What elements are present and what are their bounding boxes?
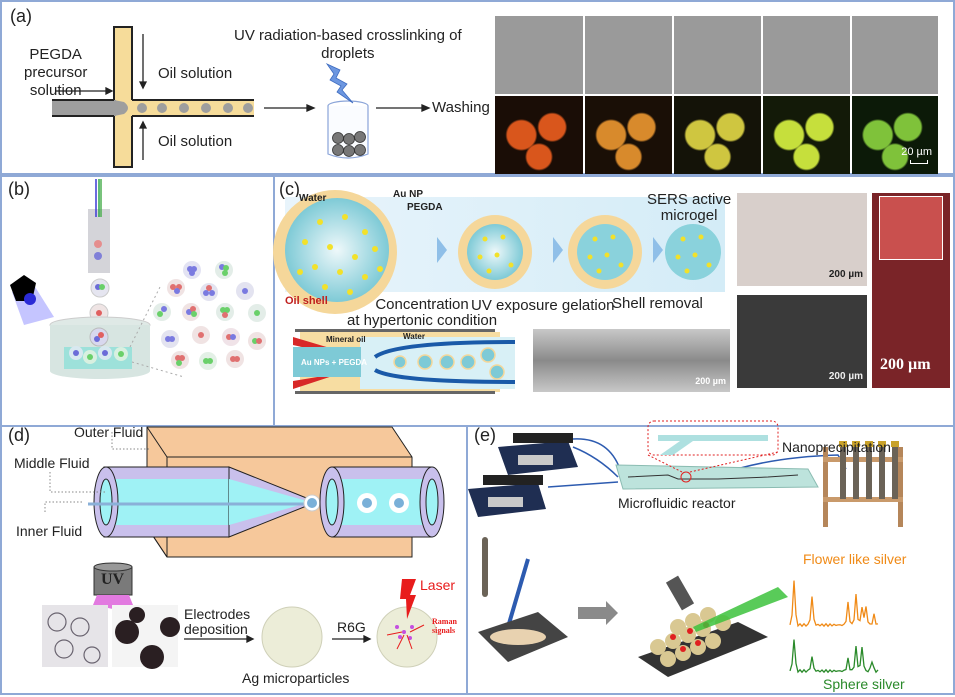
raman-signals-label: Raman signals — [432, 617, 457, 635]
process-arrow — [578, 601, 618, 625]
outer-fluid-label: Outer Fluid — [74, 424, 144, 440]
capsule-cluster — [153, 261, 266, 370]
precursor-inlet — [52, 100, 116, 116]
sphere-silver-spectrum — [789, 639, 879, 674]
electrodes-deposition-label: Electrodes deposition — [184, 606, 251, 637]
panel-e: (e) — [466, 420, 955, 695]
microfluidic-reactor-diagram — [468, 420, 903, 677]
syringe-pump-icon — [498, 433, 578, 475]
core-micrograph: 200 µm — [737, 295, 867, 388]
microfluidic-chip — [615, 464, 819, 490]
coflow-channel — [293, 329, 516, 394]
fluorescence-image-5: 20 µm — [852, 96, 938, 174]
scale-bar-line — [910, 160, 928, 164]
microgel-micrograph: 200 µm — [872, 193, 950, 388]
test-tube-icon — [482, 537, 488, 597]
raman-probe-icon — [665, 575, 695, 611]
middle-fluid-label: Middle Fluid — [14, 455, 90, 471]
concentration-label: Concentration at hypertonic condition — [347, 296, 498, 329]
uv-crosslinking-title: UV radiation-based crosslinking of dropl… — [234, 27, 462, 62]
inner-fluid-label: Inner Fluid — [16, 523, 83, 539]
r6g-label: R6G — [337, 619, 366, 635]
flower-silver-spectrum — [789, 580, 879, 628]
laser-icon — [400, 579, 416, 619]
fluorescence-image-4 — [763, 96, 850, 174]
water-label: Water — [299, 193, 327, 204]
panel-c: (c) — [273, 175, 955, 427]
core-shell-micrograph: 200 µm — [737, 193, 867, 286]
oil-channel-vertical — [113, 26, 133, 168]
uv-lamp-icon — [10, 275, 54, 325]
syringe-pump-icon — [468, 475, 546, 517]
brightfield-image-3 — [674, 16, 761, 94]
fluorescence-image-1 — [495, 96, 583, 174]
laser-label: Laser — [420, 577, 456, 593]
capillary-micrograph: 200 µm — [533, 329, 730, 392]
pipette-icon — [506, 558, 530, 628]
water-channel-label: Water — [403, 332, 425, 341]
scale-bar-shell: 200 µm — [828, 269, 863, 280]
flower-silver-label: Flower like silver — [803, 551, 907, 567]
au-nps-pegda-label: Au NPs + PEGDA — [301, 358, 368, 367]
sers-microgel-diagram — [273, 190, 725, 394]
uv-lightning-icon — [325, 63, 354, 104]
panel-a: (a) PEGDA precursor solution — [0, 0, 955, 175]
fluorescence-image-2 — [585, 96, 672, 174]
pegda-label: PEGDA — [407, 202, 443, 213]
t-junction-diagram — [52, 26, 431, 168]
brightfield-image-4 — [763, 16, 850, 94]
scale-bar-20um: 20 µm — [901, 146, 932, 158]
panel-b: (b) — [0, 175, 275, 427]
panel-label-a: (a) — [10, 6, 32, 26]
oil-shell-label: Oil shell — [285, 295, 328, 307]
panel-label-b: (b) — [8, 179, 30, 199]
uv-label: UV — [101, 571, 125, 588]
uv-gelation-label: UV exposure gelation — [471, 297, 615, 314]
capillary-device-diagram — [42, 426, 445, 669]
brightfield-image-5 — [852, 16, 938, 94]
panel-d: (d) — [0, 424, 468, 695]
panel-label-c: (c) — [279, 179, 300, 199]
washing-label: Washing — [432, 99, 490, 116]
ag-microparticles-label: Ag microparticles — [242, 670, 350, 686]
laser-beam — [693, 587, 788, 632]
beaker-icon — [327, 100, 369, 159]
brightfield-image-2 — [585, 16, 672, 94]
brightfield-image-1 — [495, 16, 583, 94]
sphere-silver-label: Sphere silver — [823, 676, 905, 692]
panel-label-d: (d) — [8, 425, 30, 445]
nanoprecipitation-label: Nanoprecipitation — [782, 439, 891, 455]
ag-microparticle-icon — [261, 606, 323, 668]
fluorescence-row: 20 µm — [495, 96, 938, 174]
scale-bar-core: 200 µm — [828, 371, 863, 382]
oil-solution-top-label: Oil solution — [158, 65, 233, 82]
mineral-oil-label: Mineral oil — [326, 335, 366, 344]
droplets — [137, 103, 253, 113]
microfluidic-reactor-label: Microfluidic reactor — [618, 495, 736, 511]
panel-label-e: (e) — [474, 425, 496, 445]
scale-bar-microgel: 200 µm — [880, 356, 931, 373]
hollow-shell-micrograph — [42, 605, 108, 667]
encapsulation-diagram — [10, 179, 266, 379]
sers-microgel-label: SERS active microgel — [647, 191, 732, 224]
inset-zoom — [879, 196, 943, 260]
au-np-label: Au NP — [393, 189, 423, 200]
brightfield-row — [495, 16, 938, 94]
test-tube-rack-icon — [823, 441, 903, 527]
scale-bar-capillary: 200 µm — [695, 376, 726, 386]
oil-solution-bottom-label: Oil solution — [158, 133, 233, 150]
shell-removal-label: Shell removal — [612, 295, 703, 312]
fluorescence-image-3 — [674, 96, 761, 174]
